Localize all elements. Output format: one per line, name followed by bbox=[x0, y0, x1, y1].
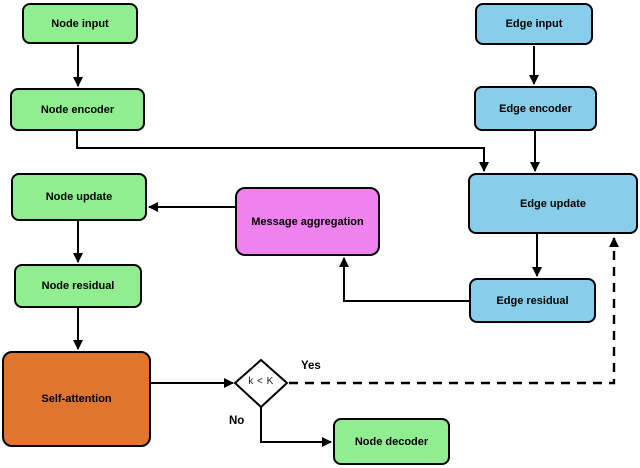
arrow-edge-residual-to-message-aggregation bbox=[339, 257, 469, 302]
edge-encoder-label: Edge encoder bbox=[499, 102, 572, 115]
node-residual-label: Node residual bbox=[41, 280, 115, 292]
branch-label-yes: Yes bbox=[301, 360, 321, 372]
arrow-node-encoder-to-edge-update bbox=[76, 131, 489, 172]
arrow-decision-yes-to-edge-update-dashed bbox=[289, 237, 619, 385]
branch-label-no: No bbox=[229, 415, 245, 427]
edge-residual-box: Edge residual bbox=[469, 278, 596, 323]
edge-input-label: Edge input bbox=[505, 18, 563, 30]
node-update-box: Node update bbox=[11, 173, 147, 221]
edge-input-box: Edge input bbox=[475, 3, 593, 45]
message-aggregation-box: Message aggregation bbox=[235, 187, 380, 256]
node-decoder-label: Node decoder bbox=[354, 435, 429, 448]
edge-encoder-box: Edge encoder bbox=[474, 86, 597, 131]
node-input-label: Node input bbox=[51, 17, 109, 30]
decision-condition-label: k < K bbox=[248, 376, 274, 387]
node-encoder-box: Node encoder bbox=[10, 88, 145, 131]
decision-diamond bbox=[233, 358, 289, 409]
node-update-label: Node update bbox=[45, 191, 113, 203]
node-encoder-label: Node encoder bbox=[40, 103, 115, 116]
node-residual-box: Node residual bbox=[14, 264, 142, 308]
self-attention-box: Self-attention bbox=[2, 351, 151, 447]
node-decoder-box: Node decoder bbox=[333, 418, 450, 465]
message-aggregation-label: Message aggregation bbox=[251, 215, 364, 228]
edge-update-box: Edge update bbox=[468, 173, 638, 234]
self-attention-label: Self-attention bbox=[41, 393, 112, 405]
edge-update-label: Edge update bbox=[519, 197, 586, 210]
edge-residual-label: Edge residual bbox=[496, 294, 569, 307]
node-input-box: Node input bbox=[22, 3, 138, 44]
arrow-decision-no-to-node-decoder bbox=[260, 407, 332, 447]
